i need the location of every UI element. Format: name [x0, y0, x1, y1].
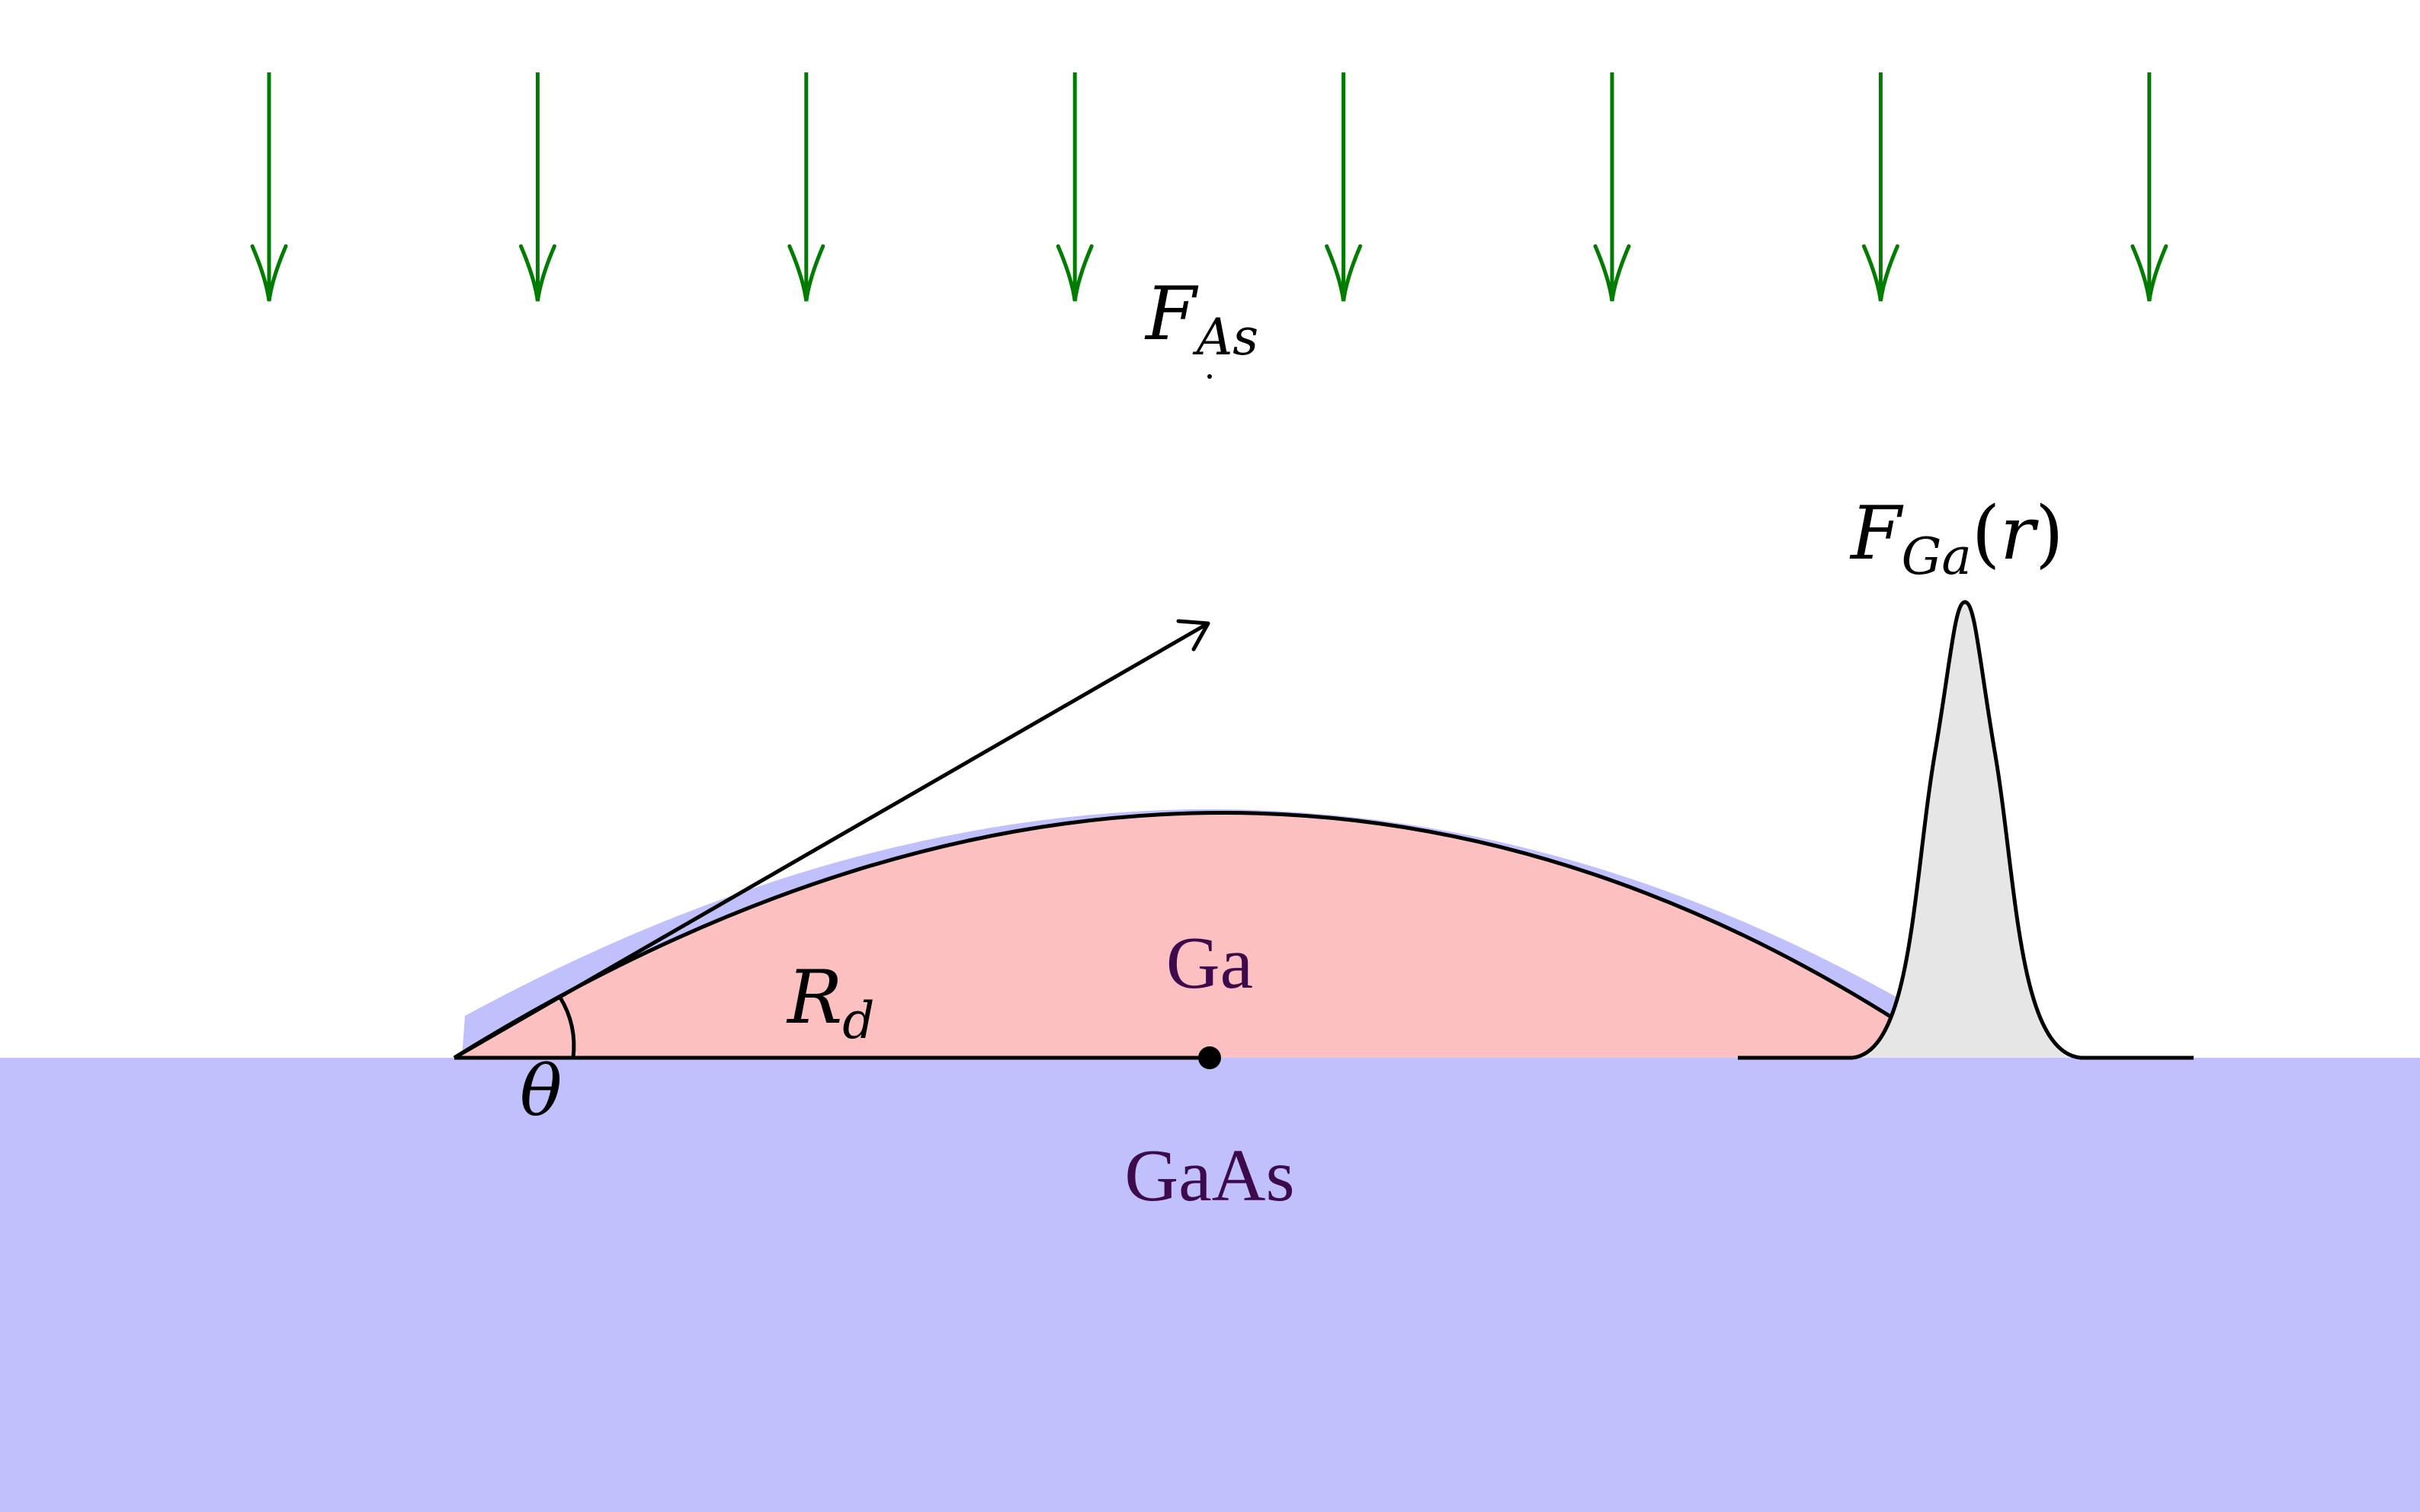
flux-ga-label: FGa(r) — [1849, 491, 2063, 586]
droplet-contour — [453, 811, 1899, 1060]
arrow-down-icon — [250, 72, 288, 302]
gaas-substrate-label: GaAs — [1124, 1135, 1294, 1217]
contact-angle-arc — [558, 996, 576, 1059]
gaas-substrate — [0, 1058, 2420, 1512]
contact-vector — [453, 619, 1210, 1060]
arrow-down-icon — [518, 72, 556, 302]
contact-angle-label: θ — [520, 1050, 562, 1132]
arrow-down-icon — [787, 72, 825, 302]
arrow-down-icon — [1325, 72, 1363, 302]
droplet-center-point — [1198, 1046, 1221, 1069]
flux-as-dot — [1207, 374, 1212, 379]
flux-as-label: FAs — [1144, 271, 1258, 367]
radius-label: Rd — [786, 955, 875, 1050]
arrow-down-icon — [1593, 72, 1631, 302]
ga-droplet — [454, 812, 1898, 1058]
arrow-down-icon — [1861, 72, 1899, 302]
ga-flux-profile — [1738, 600, 2194, 1060]
ga-flux-profile-fill — [1738, 602, 2081, 1058]
as-flux-arrows — [250, 72, 2168, 302]
ga-droplet-label: Ga — [1166, 922, 1253, 1004]
arrow-down-icon — [1056, 72, 1094, 302]
arrow-down-icon — [2130, 72, 2168, 302]
